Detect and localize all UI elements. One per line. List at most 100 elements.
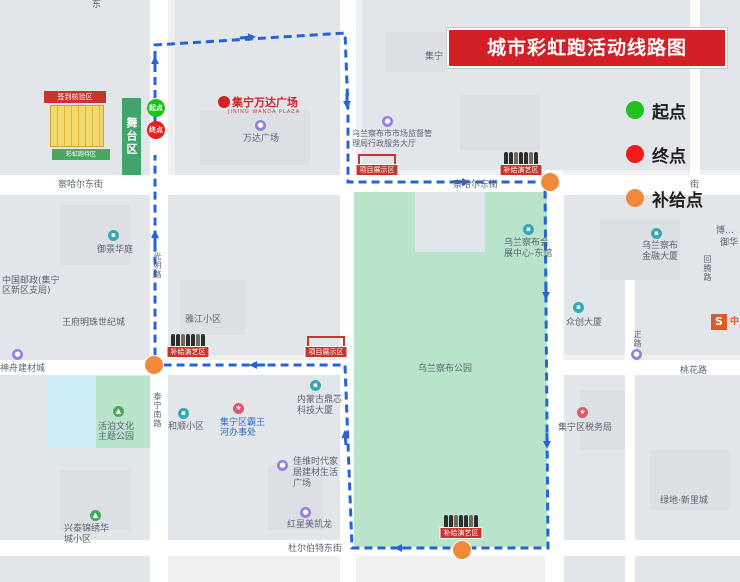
map-label: 集宁区霸王河办事处: [220, 418, 266, 438]
rainbow-area-label: 彩虹跑待区: [52, 149, 110, 160]
map-label: 和顺小区: [168, 422, 205, 432]
building: [385, 32, 445, 72]
shop-logo-icon: S: [711, 314, 727, 330]
government-icon[interactable]: ★: [233, 403, 244, 414]
map-title: 城市彩虹跑活动线路图: [447, 28, 727, 68]
map-label: 乌兰察布市市场监督管理局行政服务大厅: [352, 129, 432, 148]
map-label: 集宁区税务局: [558, 423, 613, 433]
map-label: 乌兰察布公园: [418, 364, 473, 374]
map-label: 街: [690, 180, 700, 190]
map-label: 乌兰察布会展中心-东馆: [504, 238, 553, 259]
building: [650, 450, 730, 510]
zone-label: 项目展示区: [304, 346, 348, 358]
map-label: 乌兰察布金融大厦: [642, 241, 679, 262]
building: [460, 95, 540, 150]
location-pin-icon[interactable]: ●: [277, 460, 288, 471]
map-label: 中国邮政(集宁区新区支局): [2, 276, 60, 296]
map-label: 佳维时代家居建材生活广场: [293, 457, 339, 489]
exhibit-zone-center[interactable]: 项目展示区: [303, 322, 349, 358]
location-pin-icon[interactable]: ●: [631, 349, 642, 360]
brand-logo: 集宁万达广场: [218, 94, 298, 110]
park-icon[interactable]: ▲: [113, 406, 124, 417]
map-label: 红星美凯龙: [287, 520, 333, 530]
building: [268, 465, 323, 530]
brand-subtitle: JINING WANDA PLAZA: [228, 109, 301, 115]
zone-label: 补给演艺区: [439, 527, 483, 539]
supply-point-marker[interactable]: [540, 172, 560, 192]
map-label: 兴泰锦绣华城小区: [64, 524, 110, 545]
shop-logo-text: 中: [730, 317, 740, 327]
booth-icon: [358, 154, 396, 166]
legend-item-start: 起点: [626, 98, 686, 123]
map-label: 博…: [716, 226, 735, 236]
map-label: 东: [92, 0, 102, 10]
building-icon[interactable]: ▪: [178, 408, 189, 419]
legend-dot-icon: [626, 145, 644, 163]
map-label: 集宁: [425, 52, 444, 62]
checkin-area-label: 签到核验区: [44, 91, 106, 103]
legend-dot-icon: [626, 189, 644, 207]
map-label: 桃花路: [680, 366, 708, 376]
map-label: 杜尔伯特东街: [288, 544, 343, 554]
building: [180, 280, 245, 335]
map-label: 神舟建材城: [0, 364, 46, 374]
road: [150, 0, 168, 582]
legend-item-end: 终点: [626, 142, 686, 167]
building: [200, 110, 310, 165]
map-label: 光明路: [153, 252, 162, 279]
map-label: 绿地·新里城: [660, 496, 708, 506]
government-icon[interactable]: ★: [577, 407, 588, 418]
supply-zone-south[interactable]: 补给演艺区: [438, 503, 484, 539]
end-point-marker[interactable]: 终点: [147, 121, 165, 139]
location-pin-icon[interactable]: ●: [12, 349, 23, 360]
supply-point-marker[interactable]: [144, 355, 164, 375]
zone-label: 补给演艺区: [166, 346, 210, 358]
checkin-grid: [50, 105, 104, 147]
map-label: 泰宁南路: [153, 392, 162, 428]
map-label: 王府明珠世纪城: [62, 318, 126, 328]
zone-label: 补给演艺区: [499, 164, 543, 176]
exhibit-zone-north[interactable]: 项目展示区: [354, 140, 400, 176]
building-icon[interactable]: ▪: [651, 228, 662, 239]
supply-zone-northeast[interactable]: 补给演艺区: [498, 140, 544, 176]
map-label: 雅江小区: [185, 315, 222, 325]
performers-icon: [444, 515, 478, 529]
building-icon[interactable]: ▪: [523, 224, 534, 235]
road: [690, 0, 700, 180]
map-label: 御景华庭: [97, 245, 134, 255]
building: [600, 220, 680, 280]
map-label: 回腾路: [703, 255, 712, 282]
legend-label: 起点: [652, 102, 686, 123]
map-label: 众创大厦: [566, 318, 603, 328]
map-label: 察哈尔东街: [453, 180, 499, 190]
park-icon[interactable]: ▲: [90, 510, 101, 521]
legend-label: 终点: [652, 146, 686, 167]
road: [545, 170, 563, 582]
map-label: 察哈尔东街: [58, 180, 104, 190]
road: [625, 280, 635, 582]
map-label: 正路: [633, 330, 642, 348]
start-point-marker[interactable]: 起点: [147, 99, 165, 117]
legend-item-supply: 补给点: [626, 186, 703, 211]
building: [580, 390, 625, 450]
location-pin-icon[interactable]: ●: [382, 116, 393, 127]
location-pin-icon[interactable]: ●: [255, 120, 266, 131]
zone-label: 项目展示区: [355, 164, 399, 176]
building-icon[interactable]: ▪: [573, 302, 584, 313]
map-label: 万达广场: [243, 134, 280, 144]
location-pin-icon[interactable]: ●: [300, 507, 311, 518]
map-label: 御华: [720, 238, 739, 248]
performers-icon: [504, 152, 538, 166]
building-icon[interactable]: ▪: [108, 230, 119, 241]
city-block: [415, 192, 485, 252]
booth-icon: [307, 336, 345, 348]
brand-mark-icon: [218, 96, 230, 108]
stage-area: 舞台区: [122, 98, 141, 175]
supply-zone-west[interactable]: 补给演艺区: [165, 322, 211, 358]
building-icon[interactable]: ▪: [310, 380, 321, 391]
legend-label: 补给点: [652, 190, 703, 211]
supply-point-marker[interactable]: [452, 540, 472, 560]
legend-dot-icon: [626, 101, 644, 119]
